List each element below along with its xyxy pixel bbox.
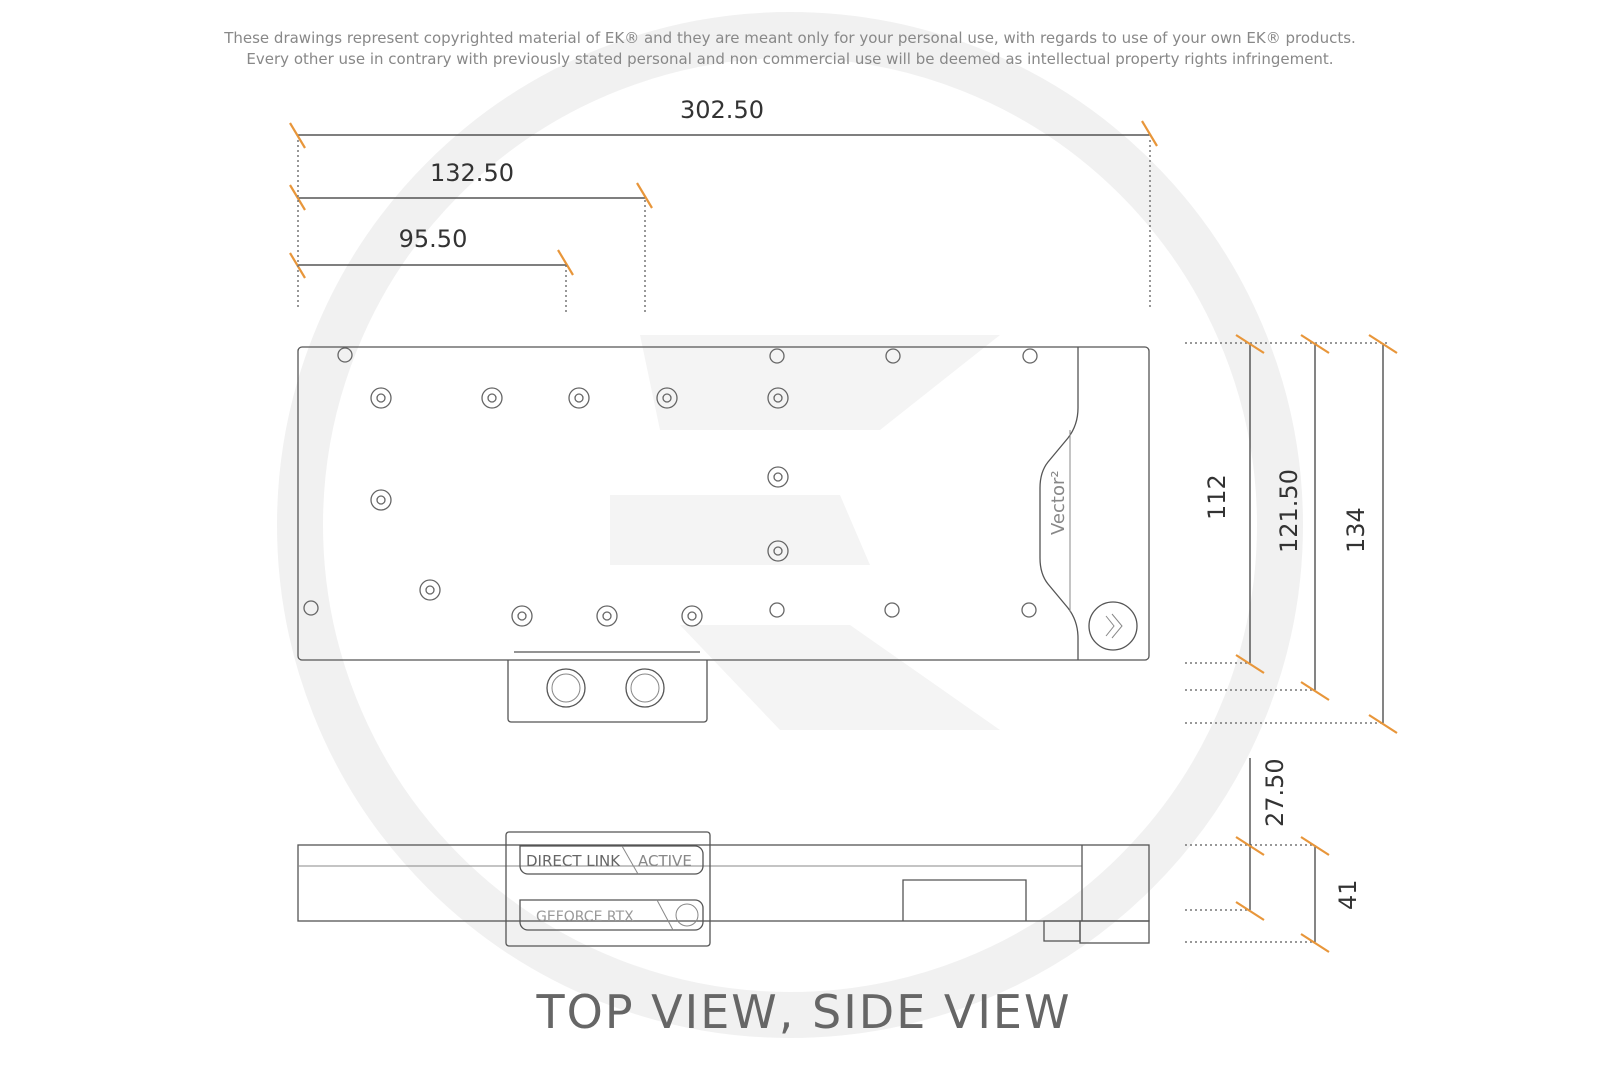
dimension-label: 121.50: [1275, 469, 1303, 553]
view-title: TOP VIEW, SIDE VIEW: [536, 985, 1072, 1039]
side-view: DIRECT LINK ACTIVE GEFORCE RTX: [297, 831, 1150, 947]
disclaimer-line-1: These drawings represent copyrighted mat…: [223, 29, 1356, 47]
direct-link-plate: [519, 845, 704, 875]
dimension-label: 112: [1203, 474, 1231, 520]
dimension-41: 41: [1300, 836, 1362, 953]
dimension-27: 27.50: [1235, 758, 1289, 921]
dimension-label: 132.50: [430, 159, 514, 187]
dimension-label: 41: [1334, 879, 1362, 910]
geforce-label: GEFORCE RTX: [536, 909, 634, 925]
disclaimer-line-2: Every other use in contrary with previou…: [246, 50, 1333, 68]
port: [546, 668, 586, 708]
dimension-label: 95.50: [399, 225, 468, 253]
dimension-label: 27.50: [1261, 758, 1289, 827]
ek-badge: [1088, 601, 1138, 651]
dimension-302: 302.50: [289, 96, 1158, 149]
extension-lines: [297, 140, 1390, 943]
port: [625, 668, 665, 708]
port-terminal: [507, 660, 708, 723]
dimension-132: 132.50: [289, 159, 653, 211]
dimension-95: 95.50: [289, 225, 574, 279]
dimension-label: 134: [1342, 507, 1370, 553]
active-label: ACTIVE: [638, 852, 692, 870]
dimension-134: 134: [1342, 334, 1398, 734]
direct-link-label: DIRECT LINK: [526, 852, 621, 870]
vector-label: Vector²: [1048, 470, 1069, 535]
ek-watermark: [277, 12, 1303, 1038]
dimension-112: 112: [1203, 334, 1265, 674]
geforce-plate: [519, 899, 704, 931]
dimension-label: 302.50: [680, 96, 764, 124]
dimension-121: 121.50: [1275, 334, 1330, 701]
top-view: Vector²: [297, 346, 1150, 723]
screw-holes: [303, 347, 1038, 627]
